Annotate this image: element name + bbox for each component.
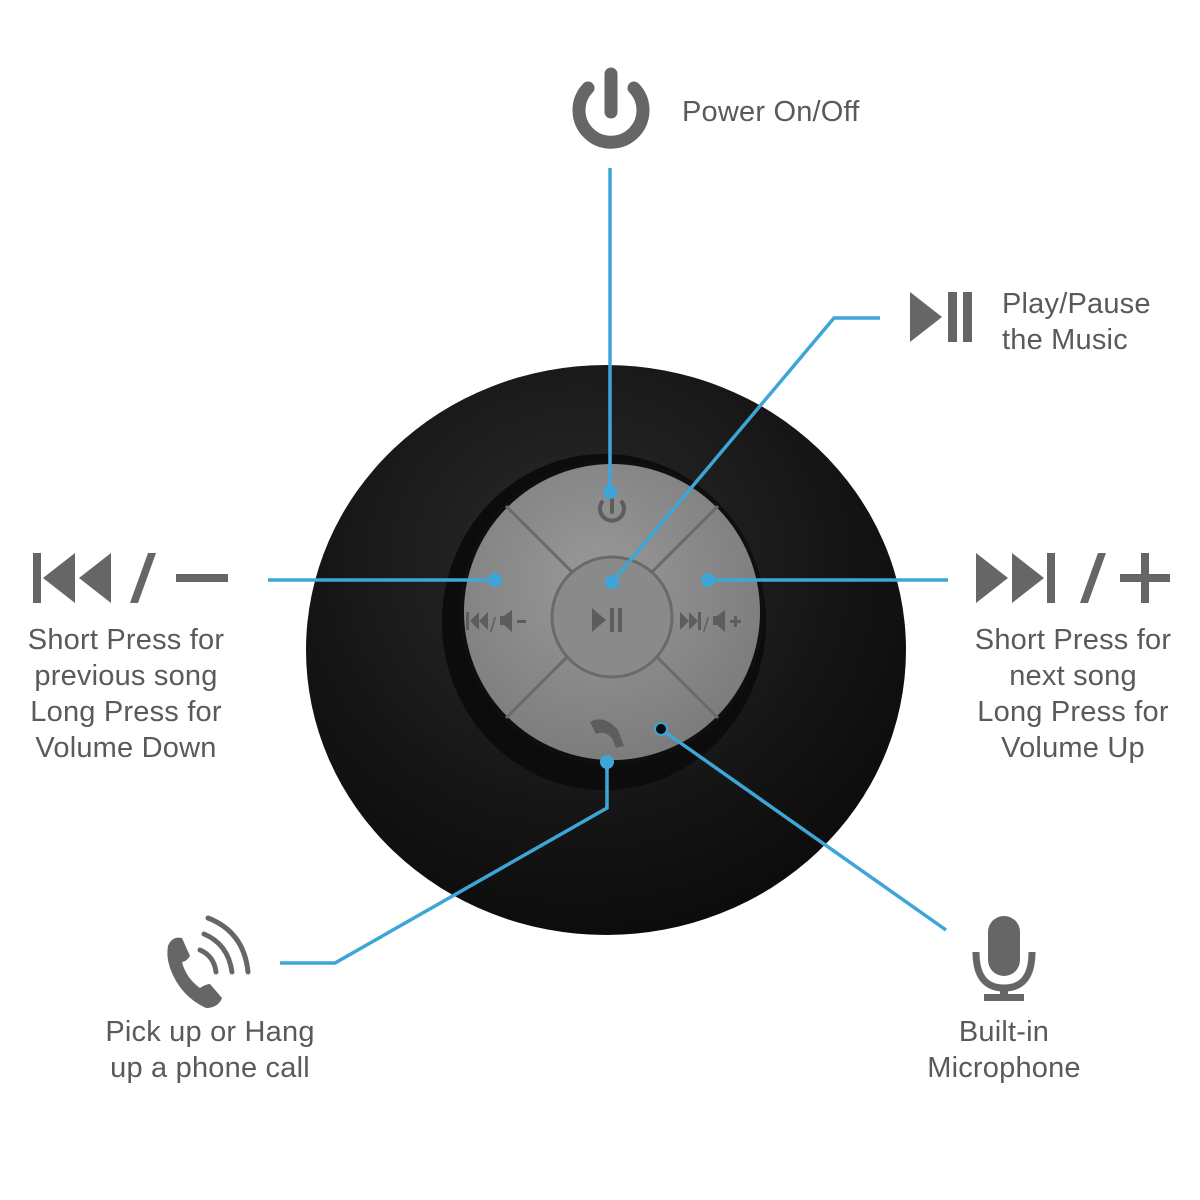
speaker-body <box>306 365 906 935</box>
svg-text:/: / <box>490 614 497 635</box>
phone-line-2: up a phone call <box>110 1052 310 1084</box>
phone-label: Pick up or Hang up a phone call <box>90 1014 330 1086</box>
power-label-text: Power On/Off <box>682 96 860 128</box>
callout-dots <box>488 485 715 769</box>
previous-line-2: previous song <box>34 660 218 692</box>
previous-label: Short Press for previous song Long Press… <box>12 622 240 766</box>
power-label: Power On/Off <box>682 94 860 130</box>
phone-leader-line <box>280 762 609 965</box>
microphone-line-1: Built-in <box>958 1016 1050 1048</box>
next-line-4: Volume Up <box>1001 732 1145 764</box>
next-volume-up-icon <box>976 553 1170 603</box>
microphone-leader-line <box>663 730 948 932</box>
face-play-pause-icon[interactable] <box>592 608 622 632</box>
microphone-icon <box>972 916 1036 1001</box>
next-line-3: Long Press for <box>977 696 1169 728</box>
play-pause-line-2: the Music <box>1002 324 1128 356</box>
phone-ringing-icon <box>167 915 251 1008</box>
play-pause-icon <box>910 292 972 342</box>
face-previous-volume-down-icon[interactable]: / <box>466 610 526 635</box>
power-icon <box>572 67 650 149</box>
play-pause-leader-line <box>610 316 880 584</box>
face-microphone-hole <box>654 722 668 736</box>
face-next-volume-up-icon[interactable]: / <box>680 610 741 635</box>
previous-line-1: Short Press for <box>27 624 225 656</box>
next-line-2: next song <box>1009 660 1137 692</box>
previous-volume-down-icon <box>33 553 228 603</box>
face-phone-icon[interactable] <box>590 719 624 748</box>
previous-line-4: Volume Down <box>35 732 217 764</box>
microphone-label: Built-in Microphone <box>904 1014 1104 1086</box>
play-pause-label: Play/Pause the Music <box>1002 286 1151 358</box>
svg-text:/: / <box>703 614 710 635</box>
callout-lines <box>268 168 948 965</box>
phone-line-1: Pick up or Hang <box>105 1016 315 1048</box>
play-pause-line-1: Play/Pause <box>1002 288 1151 320</box>
microphone-line-2: Microphone <box>927 1052 1081 1084</box>
next-label: Short Press for next song Long Press for… <box>960 622 1186 766</box>
next-line-1: Short Press for <box>974 624 1172 656</box>
previous-line-3: Long Press for <box>30 696 222 728</box>
